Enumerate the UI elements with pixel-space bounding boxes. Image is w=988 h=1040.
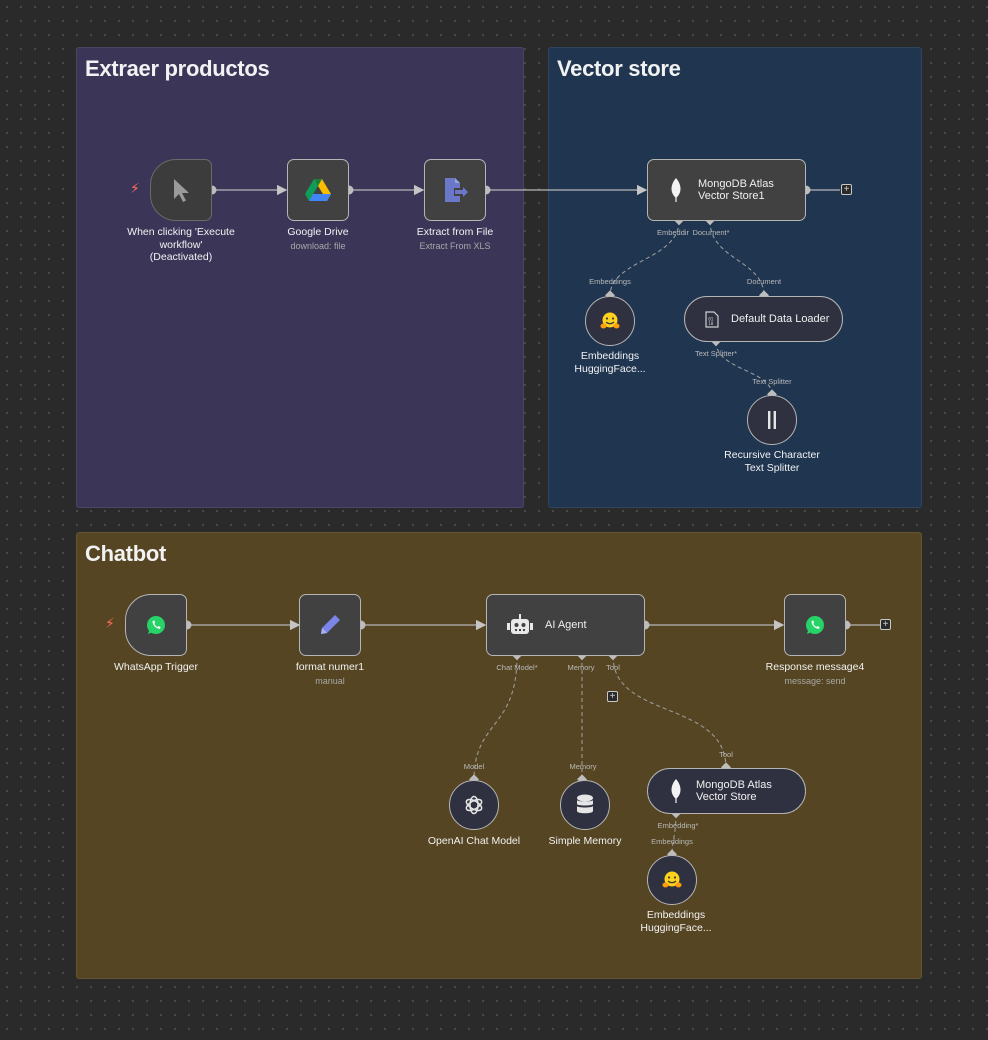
embeddings-huggingface2-node[interactable] (647, 855, 697, 905)
port-label-model: Model (463, 762, 485, 771)
response-message-label: Response message4 message: send (765, 661, 865, 686)
add-tool-button[interactable]: + (607, 691, 618, 702)
hugging-face-icon (600, 312, 620, 330)
database-icon (576, 794, 594, 816)
port-label-text-splitter-required: Text Splitter* (694, 349, 738, 358)
cursor-icon (171, 177, 191, 203)
trigger-bolt-icon: ⚡ (130, 180, 140, 196)
openai-chat-model-label: OpenAI Chat Model (427, 835, 521, 847)
svg-text:10: 10 (708, 321, 714, 326)
svg-text:01: 01 (708, 316, 714, 321)
group-title: Vector store (557, 56, 681, 81)
port-label-tool: Tool (606, 663, 620, 672)
splitter-icon (766, 411, 778, 429)
whatsapp-icon (804, 614, 826, 636)
group-title: Chatbot (85, 541, 166, 566)
extract-from-file-label: Extract from File Extract From XLS (416, 226, 494, 251)
manual-trigger-label: When clicking 'Execute workflow' (Deacti… (127, 226, 235, 263)
response-message-node[interactable] (784, 594, 846, 656)
pencil-icon (317, 612, 343, 638)
port-label-document-in: Document (746, 277, 782, 286)
port-label-memory: Memory (567, 663, 595, 672)
simple-memory-label: Simple Memory (548, 835, 622, 847)
port-label-chat-model: Chat Model* (496, 663, 538, 672)
openai-chat-model-node[interactable] (449, 780, 499, 830)
port-label-embedding: Embeddir (656, 228, 690, 237)
robot-icon (507, 614, 533, 636)
mongodb-vector-store-node[interactable]: MongoDB Atlas Vector Store (647, 768, 806, 814)
port-label-document: Document* (692, 228, 730, 237)
embeddings-huggingface2-label: Embeddings HuggingFace... (640, 909, 712, 934)
group-extraer-productos[interactable]: Extraer productos (76, 47, 524, 508)
whatsapp-trigger-node[interactable] (125, 594, 187, 656)
ai-agent-title: AI Agent (545, 619, 587, 631)
recursive-text-splitter-label: Recursive Character Text Splitter (724, 449, 820, 474)
default-data-loader-title: Default Data Loader (731, 313, 830, 325)
group-title: Extraer productos (85, 56, 270, 81)
port-label-memory-in: Memory (569, 762, 597, 771)
port-label-tool-in: Tool (719, 750, 733, 759)
add-node-button[interactable]: + (880, 619, 891, 630)
port-label-embeddings: Embeddings (589, 277, 631, 286)
mongodb-leaf-icon (670, 779, 682, 803)
google-drive-node[interactable] (287, 159, 349, 221)
extract-from-file-node[interactable] (424, 159, 486, 221)
file-export-icon (442, 177, 468, 203)
whatsapp-icon (145, 614, 167, 636)
google-drive-icon (305, 178, 331, 202)
mongodb-vector-store1-node[interactable]: MongoDB Atlas Vector Store1 (647, 159, 806, 221)
mongodb-vector-store1-title: MongoDB Atlas Vector Store1 (698, 178, 774, 202)
hugging-face-icon (662, 871, 682, 889)
add-node-button[interactable]: + (841, 184, 852, 195)
port-label-text-splitter: Text Splitter (752, 377, 792, 386)
google-drive-label: Google Drive download: file (287, 226, 349, 251)
port-label-embedding2: Embedding* (657, 821, 699, 830)
mongodb-leaf-icon (670, 178, 682, 202)
trigger-bolt-icon: ⚡ (105, 615, 115, 631)
openai-icon (463, 794, 485, 816)
simple-memory-node[interactable] (560, 780, 610, 830)
recursive-text-splitter-node[interactable] (747, 395, 797, 445)
embeddings-huggingface1-label: Embeddings HuggingFace... (574, 350, 646, 375)
format-number-node[interactable] (299, 594, 361, 656)
port-label-embeddings2: Embeddings (651, 837, 693, 846)
whatsapp-trigger-label: WhatsApp Trigger (113, 661, 199, 673)
mongodb-vector-store-title: MongoDB Atlas Vector Store (696, 779, 772, 803)
ai-agent-node[interactable]: AI Agent (486, 594, 645, 656)
embeddings-huggingface1-node[interactable] (585, 296, 635, 346)
manual-trigger-node[interactable] (150, 159, 212, 221)
format-number-label: format numer1 manual (295, 661, 365, 686)
